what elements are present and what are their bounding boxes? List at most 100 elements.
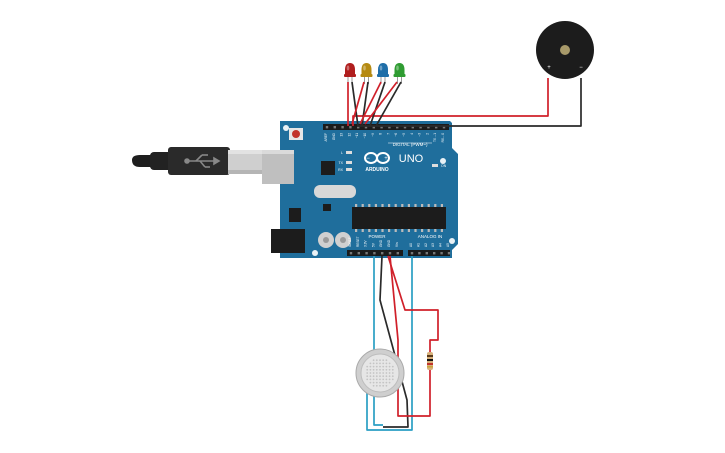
power-pin-label: Vin <box>395 242 399 247</box>
led-yellow-wire[interactable] <box>351 81 365 125</box>
digital-pin[interactable] <box>403 126 407 129</box>
usb-b-port <box>262 150 294 184</box>
analog-pin[interactable] <box>418 252 421 255</box>
digital-header-label: DIGITAL (PWM~) <box>393 142 428 147</box>
digital-pin[interactable] <box>357 126 360 129</box>
sensor-analog-wire[interactable] <box>366 256 413 431</box>
resistor[interactable] <box>427 352 433 370</box>
digital-pin-label: 2 <box>425 133 429 135</box>
analog-pin-header[interactable] <box>408 250 450 256</box>
power-pin-label: RESET <box>356 236 360 247</box>
model-label: UNO <box>399 153 424 165</box>
sensor-vcc-wire[interactable] <box>389 255 431 417</box>
digital-pin-label: ~3 <box>418 133 422 137</box>
usb-icon <box>184 154 221 168</box>
power-pin-label: 5V <box>371 242 375 247</box>
power-pin[interactable] <box>381 252 384 255</box>
analog-pin-label: A1 <box>416 243 420 247</box>
analog-pin-label: A2 <box>424 243 428 247</box>
digital-pin-header[interactable] <box>323 124 449 130</box>
analog-pin[interactable] <box>410 252 414 255</box>
power-jack <box>271 229 305 253</box>
analog-pin[interactable] <box>440 252 443 255</box>
buzzer-plus-label: + <box>547 65 551 71</box>
l-led-label: L <box>341 151 343 155</box>
digital-pin[interactable] <box>325 126 329 129</box>
digital-pin[interactable] <box>427 126 430 129</box>
power-pin[interactable] <box>373 252 376 255</box>
svg-text:+: + <box>384 156 388 162</box>
digital-pin[interactable] <box>419 126 422 129</box>
sensor-gnd-wire[interactable] <box>379 255 409 428</box>
sensor-power-cyan-wire[interactable] <box>373 256 383 426</box>
digital-pin[interactable] <box>411 126 414 129</box>
power-pin[interactable] <box>388 252 392 255</box>
analog-pin-label: A4 <box>439 243 443 247</box>
power-pin-label: 3.3V <box>364 240 368 247</box>
digital-pin-label: ~11 <box>355 133 359 138</box>
power-pin-label: GND <box>379 239 383 247</box>
digital-pin-label: RX←0 <box>441 133 445 143</box>
digital-pin-label: 13 <box>340 133 344 137</box>
led-green[interactable] <box>393 63 406 84</box>
digital-pin-label: 8 <box>379 133 383 135</box>
digital-pin-label: ~6 <box>394 133 398 137</box>
usb-cable[interactable] <box>132 147 264 175</box>
analog-pin[interactable] <box>447 252 451 255</box>
digital-pin[interactable] <box>372 126 375 129</box>
analog-pin[interactable] <box>425 252 428 255</box>
digital-pin-label: ~5 <box>402 133 406 137</box>
tx-led-label: TX <box>339 161 344 165</box>
led-blue-gnd-wire[interactable] <box>369 81 386 127</box>
wires <box>347 78 582 431</box>
power-pin[interactable] <box>365 252 368 255</box>
digital-pin[interactable] <box>341 126 344 129</box>
digital-pin[interactable] <box>333 126 336 129</box>
buzzer-minus-label: − <box>579 65 583 71</box>
power-pin[interactable] <box>396 252 399 255</box>
led-red-gnd-wire[interactable] <box>351 81 359 127</box>
crystal-oscillator <box>314 185 356 198</box>
gas-sensor[interactable] <box>355 348 405 398</box>
power-pin[interactable] <box>357 252 360 255</box>
digital-pin-label: ~10 <box>363 133 367 139</box>
digital-pin-label: TX→1 <box>433 133 437 142</box>
digital-pin[interactable] <box>435 126 438 129</box>
digital-pin-label: 12 <box>347 133 351 137</box>
led-green-gnd-wire[interactable] <box>375 81 402 127</box>
digital-pin[interactable] <box>349 126 352 129</box>
digital-pin[interactable] <box>364 126 368 129</box>
brand-label: ARDUINO <box>365 167 388 173</box>
analog-pin-label: A5 <box>446 243 450 247</box>
digital-pin-label: AREF <box>324 133 328 142</box>
rx-led-label: RX <box>338 168 344 172</box>
power-header-label: POWER <box>368 234 386 239</box>
digital-pin[interactable] <box>380 126 383 129</box>
atmega-chip <box>352 207 446 229</box>
led-blue-wire[interactable] <box>359 81 382 125</box>
analog-pin-label: A0 <box>409 243 413 247</box>
piezo-buzzer[interactable]: + − <box>536 21 594 79</box>
analog-pin[interactable] <box>433 252 436 255</box>
power-pin-label: IOREF <box>348 237 352 247</box>
led-green-wire[interactable] <box>364 81 398 125</box>
digital-pin[interactable] <box>396 126 399 129</box>
svg-text:−: − <box>366 156 370 162</box>
led-yellow[interactable] <box>360 63 373 84</box>
digital-pin-label: 7 <box>386 133 390 135</box>
analog-pin-label: A3 <box>431 243 435 247</box>
led-red[interactable] <box>344 63 356 84</box>
power-pin-label: GND <box>387 239 391 247</box>
on-led-label: ON <box>441 164 447 168</box>
arduino-logo <box>364 152 390 164</box>
power-pin[interactable] <box>349 252 353 255</box>
buzzer-negative-wire[interactable] <box>357 78 582 127</box>
resistor-wire[interactable] <box>387 255 439 352</box>
led-blue[interactable] <box>377 63 389 84</box>
analog-header-label: ANALOG IN <box>418 234 443 239</box>
digital-pin[interactable] <box>442 126 446 129</box>
digital-pin[interactable] <box>388 126 391 129</box>
digital-pin-label: ~9 <box>371 133 375 137</box>
